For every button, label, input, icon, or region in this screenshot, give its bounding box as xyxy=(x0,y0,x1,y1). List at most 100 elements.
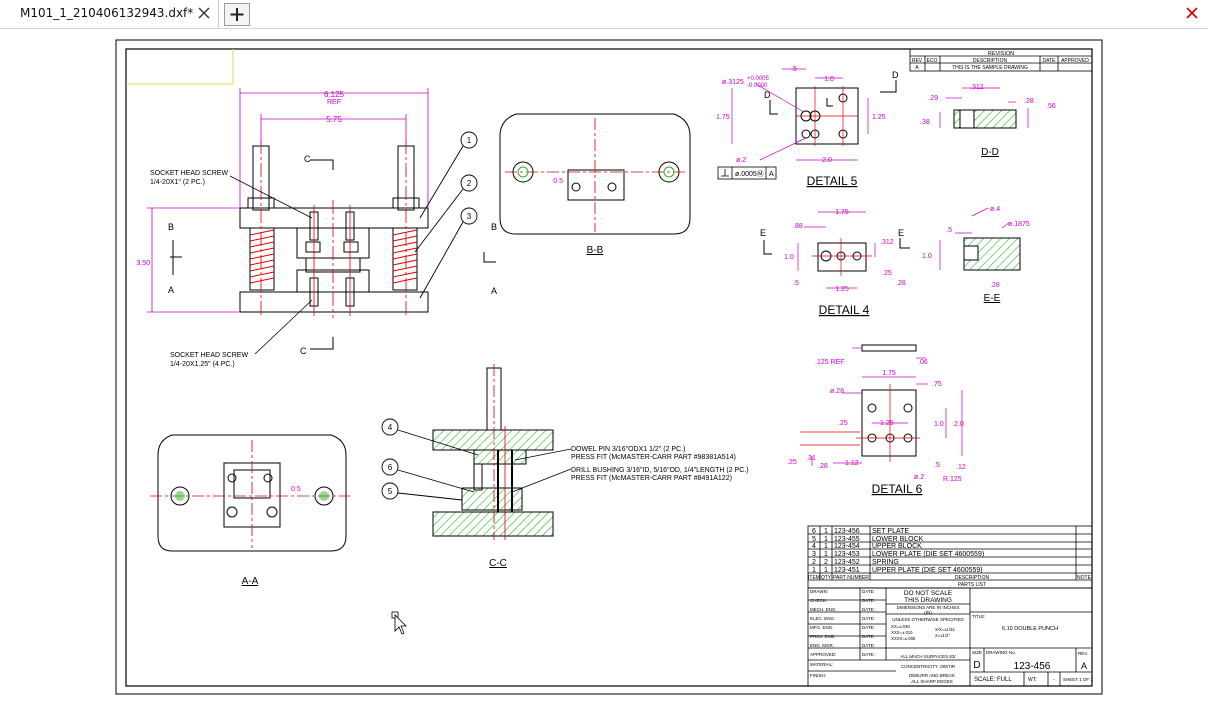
cc-balloons xyxy=(381,418,479,501)
svg-text:1: 1 xyxy=(812,567,816,574)
bb-section-mark xyxy=(483,252,496,263)
tb-dwg-value: 123-456 xyxy=(1014,661,1051,672)
svg-text:2: 2 xyxy=(812,559,816,566)
svg-text:123-453: 123-453 xyxy=(834,551,860,558)
svg-text:1: 1 xyxy=(824,551,828,558)
svg-text:123-454: 123-454 xyxy=(834,543,860,550)
d6-label: DETAIL 6 xyxy=(872,482,923,496)
d6-d12: .12 xyxy=(956,464,966,471)
view-cc xyxy=(432,367,554,537)
aa-dim: 0.5 xyxy=(291,486,301,493)
svg-text:UPPER PLATE (DIE SET 4600559): UPPER PLATE (DIE SET 4600559) xyxy=(872,567,983,574)
d6-d28: ø.28 xyxy=(830,388,844,395)
sheet-outer-border xyxy=(115,39,1103,695)
tb-unless: UNLESS OTHERWISE SPECIFIED xyxy=(892,617,964,622)
cc-centerlines xyxy=(493,364,506,540)
tb-all-mach: ALL MACH SURFACES 63/ xyxy=(900,654,956,659)
d5-centerlines xyxy=(796,86,858,146)
plus-icon xyxy=(230,8,244,21)
rev-col-approved: APPROVED xyxy=(1061,58,1089,64)
tb-sheet: SHEET 1 OF 1 xyxy=(1063,677,1093,682)
main-balloons xyxy=(414,131,478,299)
svg-text:6: 6 xyxy=(812,528,816,535)
d6-d10: 1.0 xyxy=(934,421,944,428)
leader-screw-bot xyxy=(254,299,313,355)
svg-text:DATE:: DATE: xyxy=(862,589,875,594)
svg-text:DATE:: DATE: xyxy=(862,634,875,639)
tb-rev-label: REV. xyxy=(1078,651,1088,656)
tb-wt: WT: xyxy=(1028,677,1037,683)
tab-drawing[interactable]: M101_1_210406132943.dxf* xyxy=(0,0,219,28)
tb-title-value: 6.10 DOUBLE PUNCH xyxy=(1002,626,1058,632)
main-assembly-view xyxy=(239,145,429,313)
svg-text:4: 4 xyxy=(812,543,816,550)
tb-conc: CONCENTRICITY .005TIR xyxy=(901,664,956,669)
drawing-canvas[interactable]: 6.125 REF 5.75 3.50 SOCKET HEAD SCREW 1/… xyxy=(0,29,1208,708)
section-dd xyxy=(953,109,1017,129)
d6-d20: 2.0 xyxy=(954,421,964,428)
d5-tol-c: -0.0000 xyxy=(747,83,768,89)
dd-d2: .312 xyxy=(970,84,984,91)
cc-label: C-C xyxy=(489,558,507,569)
balloon-1: 1 xyxy=(467,136,472,145)
dim-height: 3.50 xyxy=(136,260,150,267)
svg-text:1: 1 xyxy=(824,528,828,535)
svg-text:ENG. MGR.: ENG. MGR. xyxy=(810,643,834,648)
parts-rows: 6 1 123-456 SET PLATE 5 1 123-455 LOWER … xyxy=(812,528,984,574)
rev-row-rev: A xyxy=(915,65,919,71)
aa-hole-right xyxy=(319,491,329,501)
bb-dim: 0.5 xyxy=(553,178,563,185)
svg-text:DATE:: DATE: xyxy=(862,652,875,657)
d4-d10: 1.0 xyxy=(784,254,794,261)
tab-title: M101_1_210406132943.dxf* xyxy=(20,6,194,20)
close-icon[interactable] xyxy=(196,5,212,21)
svg-text:PART NUMBER: PART NUMBER xyxy=(833,575,869,581)
dd-d1: .29 xyxy=(928,95,938,102)
svg-text:DATE:: DATE: xyxy=(862,643,875,648)
d6-d06: .06 xyxy=(918,359,928,366)
aa-label: A-A xyxy=(242,576,259,587)
section-ee xyxy=(963,237,1021,271)
svg-text:ELEC. ENG.: ELEC. ENG. xyxy=(810,616,835,621)
d5-tol-b: +0.0005 xyxy=(747,76,770,82)
d4-d88: .88 xyxy=(793,223,803,230)
d5-dims xyxy=(731,68,869,161)
svg-text:DESCRIPTION: DESCRIPTION xyxy=(955,575,990,581)
d5-dim-125: 1.25 xyxy=(872,114,886,121)
dd-d3: .28 xyxy=(1024,98,1034,105)
leader-dowel xyxy=(514,448,572,461)
svg-text:DRAWN:: DRAWN: xyxy=(810,589,828,594)
new-tab-button[interactable] xyxy=(224,3,250,26)
rev-row-desc: THIS IS THE SAMPLE DRAWING xyxy=(952,65,1028,71)
d4-d5: .5 xyxy=(793,280,799,287)
note-dowel-1: DOWEL PIN 3/16"ODX1 1/2" (2 PC.) xyxy=(571,446,685,453)
note-screw-bot-2: 1/4-20X1.25" (4 PC.) xyxy=(170,361,235,368)
cursor-icon xyxy=(394,614,407,635)
ee-d1: .5 xyxy=(946,227,952,234)
d5-tol-a: ø.3125 xyxy=(722,79,744,86)
revision-table xyxy=(909,48,1093,72)
tb-dims-in-2: (IN) xyxy=(924,610,932,615)
svg-text:APPROVED:: APPROVED: xyxy=(810,652,836,657)
d6-d25: .25 xyxy=(838,420,848,427)
d6-phi2: ø.2 xyxy=(914,474,924,481)
dd-dims xyxy=(939,87,1029,128)
tab-bar: M101_1_210406132943.dxf* xyxy=(0,0,1208,29)
svg-text:PROJ. ENG.: PROJ. ENG. xyxy=(810,634,836,639)
d4-centerlines xyxy=(812,238,872,276)
viewport-marker xyxy=(126,49,234,85)
d6-d175: 1.75 xyxy=(882,370,896,377)
springs xyxy=(249,229,418,284)
ee-d3: ø.1875 xyxy=(1008,221,1030,228)
window-close-icon[interactable] xyxy=(1184,5,1200,21)
note-screw-bot-1: SOCKET HEAD SCREW xyxy=(170,352,248,359)
svg-text:123-455: 123-455 xyxy=(834,536,860,543)
svg-text:QTY: QTY xyxy=(821,575,832,581)
ee-d2: ø.4 xyxy=(990,206,1000,213)
svg-text:DATE:: DATE: xyxy=(862,616,875,621)
svg-text:1: 1 xyxy=(824,567,828,574)
svg-text:CHECK:: CHECK: xyxy=(810,598,827,603)
balloon-4: 4 xyxy=(388,423,393,432)
d6-d75: .75 xyxy=(932,381,942,388)
d4-sec-e-left: E xyxy=(760,228,766,238)
